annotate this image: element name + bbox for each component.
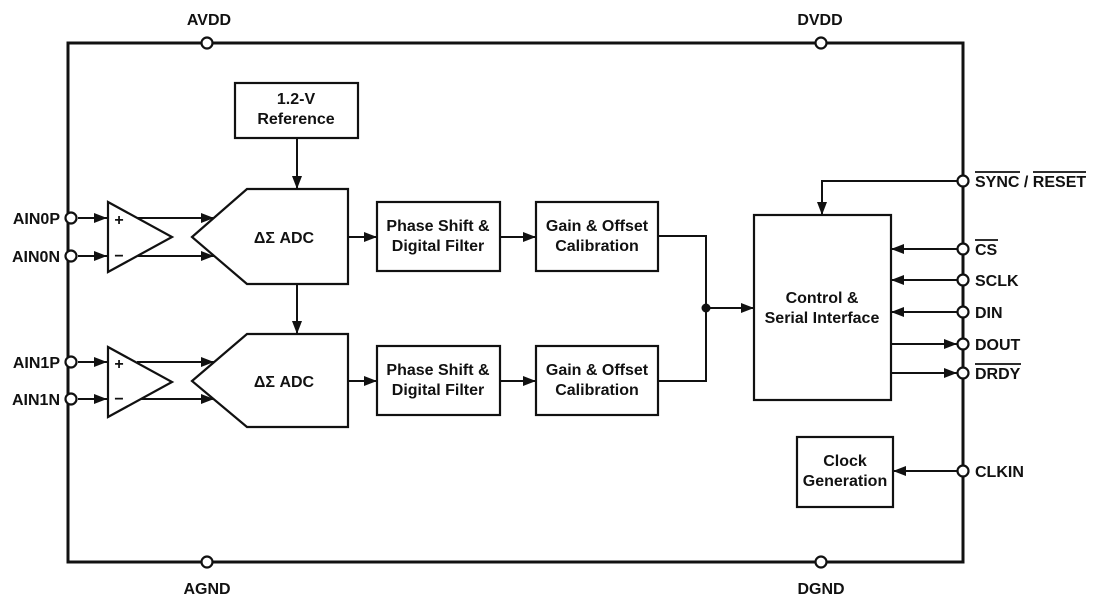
pin-dgnd	[814, 555, 828, 569]
phase1-block	[375, 344, 502, 417]
gain1-label-line1: Gain & Offset	[546, 362, 649, 379]
pin-sync-reset	[956, 174, 970, 188]
sync-reset-label: SYNC / RESET	[975, 174, 1086, 191]
adc1-block	[190, 332, 350, 429]
phase0-block	[375, 200, 502, 273]
amp0-opamp	[106, 200, 175, 274]
phase1-label-line2: Digital Filter	[392, 382, 484, 399]
gain0-label-line1: Gain & Offset	[546, 218, 649, 235]
din-label: DIN	[975, 305, 1003, 322]
amp1-minus-label: −	[114, 391, 123, 408]
pin-ain0n	[64, 249, 78, 263]
dout-label: DOUT	[975, 337, 1021, 354]
pin-ain0p	[64, 211, 78, 225]
cs-label: CS	[975, 242, 998, 259]
dgnd-label: DGND	[797, 581, 844, 598]
ain1n-label: AIN1N	[12, 392, 60, 409]
avdd-label: AVDD	[187, 12, 231, 29]
amp1-plus-label: +	[114, 356, 123, 373]
ain1p-label: AIN1P	[13, 355, 60, 372]
drdy-label: DRDY	[975, 366, 1021, 383]
gain1-block	[534, 344, 660, 417]
amp1-opamp	[106, 345, 175, 419]
wire-sync-to-control	[817, 180, 957, 215]
phase0-label-line2: Digital Filter	[392, 238, 484, 255]
junction-dot	[701, 303, 711, 313]
pin-dout	[956, 337, 970, 351]
ain0n-label: AIN0N	[12, 249, 60, 266]
block-labels: 1.2-V Reference ΔΣ ADC ΔΣ ADC Phase Shif…	[114, 91, 887, 490]
pin-agnd	[200, 555, 214, 569]
wires	[78, 138, 957, 476]
gain1-label-line2: Calibration	[555, 382, 639, 399]
sync-separator: /	[1019, 174, 1032, 191]
control-label-line1: Control &	[786, 290, 859, 307]
pin-ain1p	[64, 355, 78, 369]
reference-block	[233, 81, 360, 140]
phase0-label-line1: Phase Shift &	[386, 218, 490, 235]
pin-avdd	[200, 36, 214, 50]
phase1-label-line1: Phase Shift &	[386, 362, 490, 379]
control-label-line2: Serial Interface	[765, 310, 880, 327]
clkin-label: CLKIN	[975, 464, 1024, 481]
function-blocks	[106, 81, 895, 509]
control-block	[752, 213, 893, 402]
amp0-plus-label: +	[114, 212, 123, 229]
dvdd-label: DVDD	[797, 12, 842, 29]
wire-gain0-to-junction	[658, 235, 707, 308]
agnd-label: AGND	[183, 581, 230, 598]
ain0p-label: AIN0P	[13, 211, 60, 228]
clockgen-label-line2: Generation	[803, 473, 887, 490]
pin-din	[956, 305, 970, 319]
clockgen-block	[795, 435, 895, 509]
pin-cs	[956, 242, 970, 256]
pin-sclk	[956, 273, 970, 287]
pin-terminals	[64, 36, 970, 569]
pin-ain1n	[64, 392, 78, 406]
reference-label-line2: Reference	[257, 111, 334, 128]
chip-boundary	[66, 41, 965, 564]
pin-labels: AVDD DVDD AGND DGND AIN0P AIN0N AIN1P AI…	[12, 12, 1086, 598]
reset-label-part: RESET	[1033, 174, 1087, 191]
amp0-minus-label: −	[114, 248, 123, 265]
sync-label-part: SYNC	[975, 174, 1020, 191]
gain0-block	[534, 200, 660, 273]
adc0-label: ΔΣ ADC	[254, 230, 315, 247]
clockgen-label-line1: Clock	[823, 453, 867, 470]
adc0-block	[190, 187, 350, 286]
pin-clkin	[956, 464, 970, 478]
gain0-label-line2: Calibration	[555, 238, 639, 255]
reference-label-line1: 1.2-V	[277, 91, 316, 108]
pin-dvdd	[814, 36, 828, 50]
sclk-label: SCLK	[975, 273, 1019, 290]
wire-gain1-to-junction	[658, 308, 707, 382]
pin-drdy	[956, 366, 970, 380]
adc1-label: ΔΣ ADC	[254, 374, 315, 391]
